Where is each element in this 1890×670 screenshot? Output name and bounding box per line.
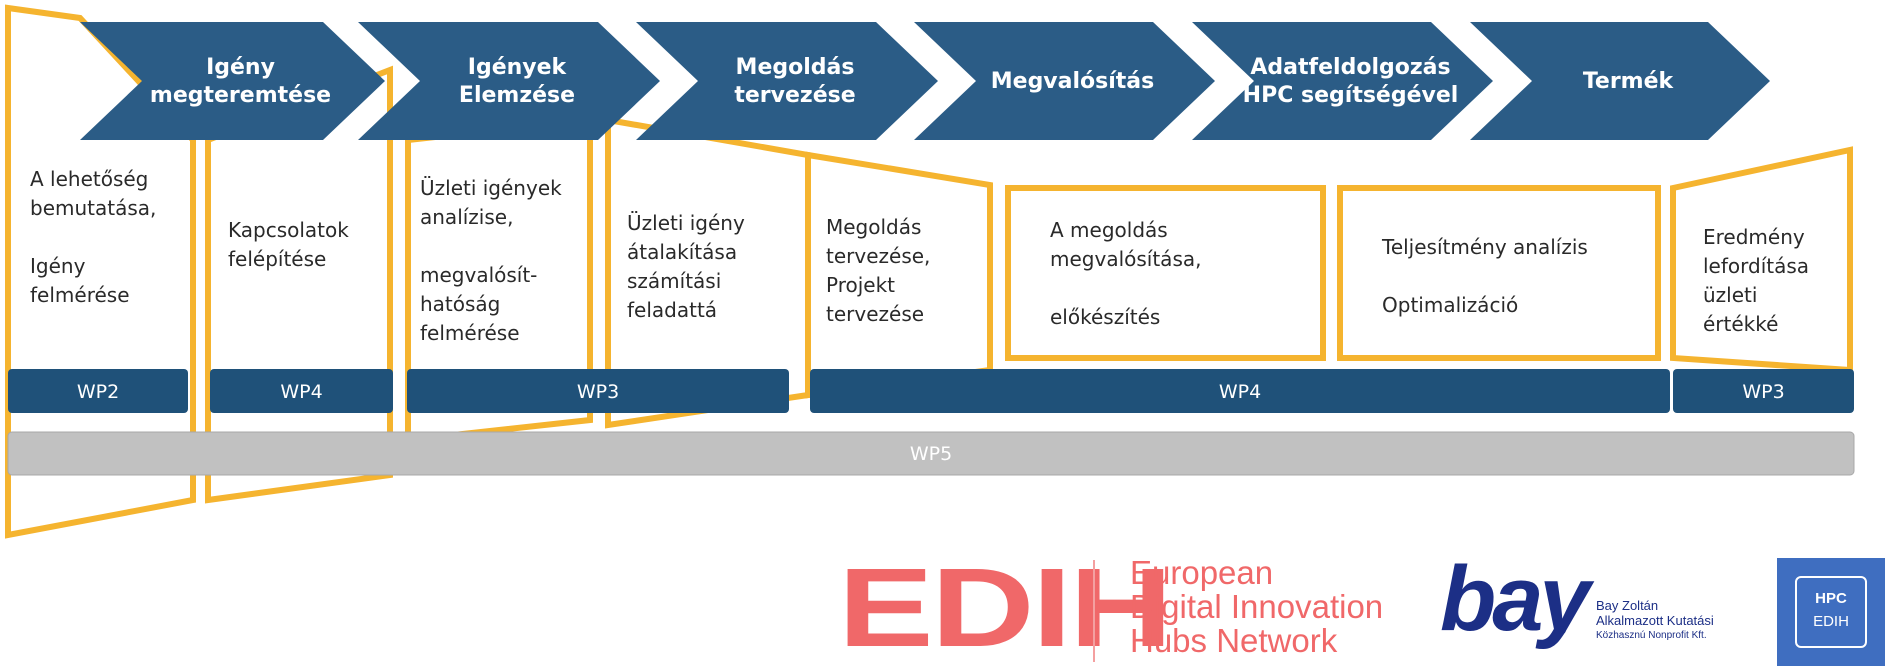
edih-logo-divider <box>1093 560 1095 662</box>
edih-logo-subtitle: European Digital Innovation Hubs Network <box>1130 556 1383 658</box>
activity-text-line: bemutatása, <box>30 196 156 220</box>
activity-text-line: előkészítés <box>1050 305 1160 329</box>
funnel-outline-7 <box>1337 185 1661 361</box>
work-package-bar: WP4 <box>210 369 393 413</box>
edih-sub-line: Digital Innovation <box>1130 588 1384 625</box>
phase-label: tervezése <box>734 83 855 108</box>
bay-logo-subtitle: Bay Zoltán Alkalmazott Kutatási Közhaszn… <box>1596 598 1714 643</box>
activity-text-line: tervezése, <box>826 244 930 268</box>
bay-logo-registered: ® <box>1558 625 1567 637</box>
activity-text-line: Igény <box>30 254 86 278</box>
activity-text-line: megvalósítása, <box>1050 247 1201 271</box>
activity-text-line: felmérése <box>30 283 130 307</box>
activity-text-line: felépítése <box>228 247 326 271</box>
activity-text-line: Megoldás <box>826 215 921 239</box>
funnel-outline-6 <box>1005 185 1326 361</box>
activity-text-line: analízise, <box>420 205 513 229</box>
activity-text-line: Teljesítmény analízis <box>1381 235 1588 259</box>
hpc-logo-line: HPC <box>1815 590 1847 607</box>
activity-text-line: Eredmény <box>1703 225 1805 249</box>
work-package-bar: WP3 <box>1673 369 1854 413</box>
activity-text-line: Projekt <box>826 273 895 297</box>
work-package-label: WP4 <box>280 381 322 403</box>
phase-label: Megvalósítás <box>991 69 1155 94</box>
activity-text-line: hatóság <box>420 292 500 316</box>
phase-label: Adatfeldolgozás <box>1250 55 1450 80</box>
bay-logo-word: bay <box>1440 548 1591 650</box>
bay-sub-line: Közhasznú Nonprofit Kft. <box>1596 630 1707 641</box>
wp5-bar: WP5 <box>7 431 1855 476</box>
phase-chevron: Termék <box>1470 22 1770 140</box>
hpc-edih-logo: HPC EDIH <box>1777 558 1885 666</box>
work-package-label: WP3 <box>577 381 619 403</box>
activity-text-line: A lehetőség <box>30 167 148 191</box>
work-package-label: WP4 <box>1219 381 1261 403</box>
phase-chevron: Megoldás tervezése <box>636 22 938 140</box>
phase-label: megteremtése <box>150 83 331 108</box>
work-package-bar: WP2 <box>8 369 188 413</box>
phase-label: Elemzése <box>459 83 575 108</box>
activity-text-line: átalakítása <box>627 240 737 264</box>
activity-text-line: Kapcsolatok <box>228 218 349 242</box>
activity-text-line: feladattá <box>627 298 717 322</box>
activity-texts: A lehetőség bemutatása, Igény felmérése Kapc… <box>30 167 1809 345</box>
edih-sub-line: Hubs Network <box>1130 622 1338 659</box>
activity-text-line: Üzleti igény <box>627 211 745 235</box>
work-package-label: WP3 <box>1742 381 1784 403</box>
work-package-bar: WP4 <box>810 369 1670 413</box>
work-package-label: WP2 <box>77 381 119 403</box>
activity-text-line: Üzleti igények <box>420 176 562 200</box>
edih-sub-line: European <box>1130 554 1274 591</box>
activity-text-line: számítási <box>627 269 721 293</box>
phase-chevron: Megvalósítás <box>914 22 1215 140</box>
activity-text-line: üzleti <box>1703 283 1757 307</box>
bay-sub-line: Bay Zoltán <box>1596 598 1659 613</box>
hpc-chip-icon: HPC EDIH <box>1795 576 1867 648</box>
work-package-bars: WP2 WP4 WP3 WP4 WP3 <box>8 369 1854 413</box>
phase-chevron: Igény megteremtése <box>80 22 385 140</box>
phase-label: HPC segítségével <box>1243 83 1459 108</box>
phase-label: Igény <box>206 55 275 80</box>
activity-text-line: megvalósít- <box>420 263 537 287</box>
activity-text-line: lefordítása <box>1703 254 1809 278</box>
work-package-bar: WP3 <box>407 369 789 413</box>
phase-chevrons: IgénymegteremtéseIgényekElemzéseMegoldás… <box>80 22 1770 140</box>
activity-text-line: Optimalizáció <box>1382 293 1518 317</box>
activity-text-line: A megoldás <box>1050 218 1168 242</box>
activity-text-line: értékké <box>1703 312 1778 336</box>
activity-text-line: tervezése <box>826 302 924 326</box>
hpc-logo-line: EDIH <box>1813 613 1849 630</box>
edih-logo-word: EDIH <box>838 545 1173 670</box>
phase-label: Megoldás <box>736 55 855 80</box>
phase-label: Termék <box>1583 69 1675 94</box>
activity-text-line: felmérése <box>420 321 520 345</box>
bay-sub-line: Alkalmazott Kutatási <box>1596 613 1714 628</box>
wp5-label: WP5 <box>910 443 952 465</box>
phase-label: Igények <box>468 55 568 80</box>
